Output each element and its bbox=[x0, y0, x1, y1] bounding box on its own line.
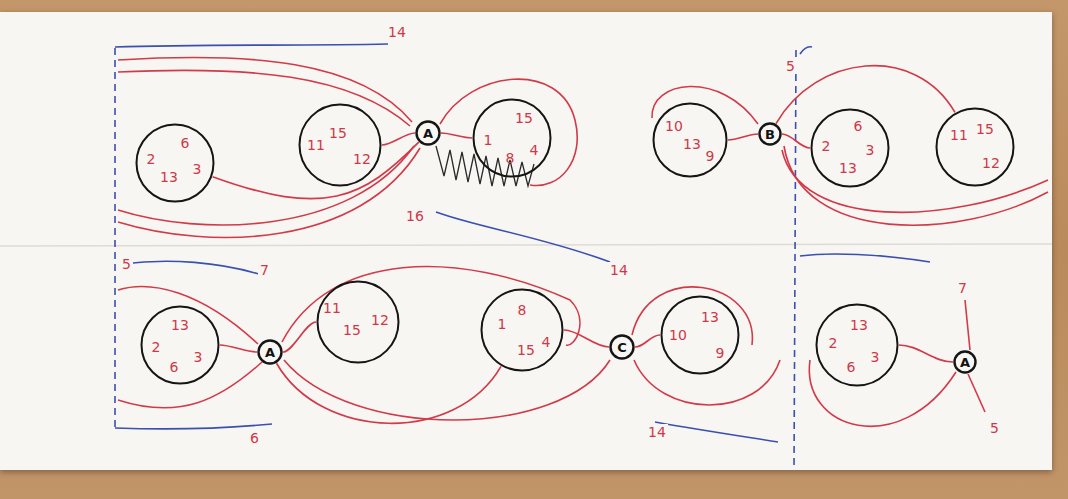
junction-letter: A bbox=[423, 127, 433, 140]
connector-circle: 13 26 3 bbox=[140, 305, 220, 385]
pin-number: 13 bbox=[701, 310, 719, 324]
pin-number: 9 bbox=[716, 346, 725, 360]
red-wire bbox=[441, 133, 472, 138]
pin-number: 2 bbox=[822, 139, 831, 153]
junction-letter: C bbox=[617, 341, 627, 354]
wire-number: 7 bbox=[956, 280, 969, 296]
pin-number: 12 bbox=[982, 156, 1000, 170]
junction-circle: A bbox=[257, 339, 283, 365]
wire-number: 7 bbox=[258, 262, 271, 278]
pin-number: 3 bbox=[194, 350, 203, 364]
connector-circle: 1115 12 bbox=[316, 280, 400, 364]
pin-number: 6 bbox=[854, 119, 863, 133]
pin-number: 15 bbox=[515, 111, 533, 125]
connector-circle: 2 6 13 3 bbox=[135, 123, 215, 203]
wire-number: 14 bbox=[386, 24, 408, 40]
pin-number: 4 bbox=[530, 143, 539, 157]
pin-number: 12 bbox=[371, 313, 389, 327]
junction-circle: C bbox=[609, 334, 635, 360]
wire-number: 14 bbox=[608, 262, 630, 278]
pin-number: 11 bbox=[323, 301, 341, 315]
pin-number: 2 bbox=[152, 340, 161, 354]
pin-number: 13 bbox=[850, 318, 868, 332]
pin-number: 12 bbox=[353, 152, 371, 166]
pin-number: 1 bbox=[484, 133, 493, 147]
pin-number: 8 bbox=[506, 151, 515, 165]
wire-number: 5 bbox=[784, 58, 797, 74]
wire-number: 14 bbox=[646, 424, 668, 440]
pin-number: 9 bbox=[706, 149, 715, 163]
pin-number: 6 bbox=[170, 360, 179, 374]
pin-number: 6 bbox=[847, 360, 856, 374]
wire-number: 5 bbox=[120, 256, 133, 272]
red-wire bbox=[277, 363, 502, 423]
pin-number: 13 bbox=[683, 137, 701, 151]
pin-number: 3 bbox=[866, 143, 875, 157]
pin-number: 11 bbox=[950, 128, 968, 142]
red-wire bbox=[635, 335, 660, 347]
pin-number: 6 bbox=[181, 136, 190, 150]
pin-number: 15 bbox=[517, 343, 535, 357]
connector-circle: 6 2 3 13 bbox=[810, 108, 890, 188]
junction-circle: A bbox=[415, 120, 441, 146]
pin-number: 2 bbox=[829, 336, 838, 350]
connector-circle: 1013 9 bbox=[652, 102, 728, 178]
pin-number: 3 bbox=[871, 350, 880, 364]
pin-number: 1 bbox=[498, 317, 507, 331]
connector-circle: 13 10 9 bbox=[660, 295, 740, 375]
pin-number: 13 bbox=[171, 318, 189, 332]
red-wire bbox=[776, 66, 955, 124]
pin-number: 4 bbox=[542, 335, 551, 349]
red-wire bbox=[382, 133, 415, 145]
connector-circle: 81 4 15 bbox=[480, 288, 564, 372]
red-wire bbox=[728, 134, 758, 140]
red-wire bbox=[283, 322, 316, 352]
red-wire bbox=[220, 345, 257, 352]
wire-number: 16 bbox=[404, 208, 426, 224]
connector-circle: 11 15 12 bbox=[935, 107, 1015, 187]
pin-number: 15 bbox=[329, 126, 347, 140]
junction-circle: A bbox=[953, 350, 977, 374]
red-wire bbox=[899, 345, 953, 362]
red-wire bbox=[564, 330, 609, 347]
junction-circle: B bbox=[758, 122, 782, 146]
pin-number: 15 bbox=[343, 323, 361, 337]
paper-sheet bbox=[0, 12, 1052, 470]
connector-circle: 1 15 4 8 bbox=[472, 98, 552, 178]
pin-number: 2 bbox=[147, 152, 156, 166]
pin-number: 15 bbox=[976, 122, 994, 136]
pin-number: 10 bbox=[665, 119, 683, 133]
connector-circle: 13 26 3 bbox=[815, 303, 899, 387]
wire-number: 5 bbox=[988, 420, 1001, 436]
pin-number: 13 bbox=[160, 170, 178, 184]
junction-letter: B bbox=[765, 128, 775, 141]
red-wire bbox=[782, 134, 810, 148]
pin-number: 10 bbox=[669, 328, 687, 342]
connector-circle: 11 15 12 bbox=[298, 103, 382, 187]
junction-letter: A bbox=[265, 346, 275, 359]
wire-number: 6 bbox=[248, 430, 261, 446]
pin-number: 11 bbox=[307, 138, 325, 152]
pin-number: 13 bbox=[839, 161, 857, 175]
junction-letter: A bbox=[960, 356, 970, 369]
pin-number: 8 bbox=[518, 303, 527, 317]
pin-number: 3 bbox=[193, 162, 202, 176]
